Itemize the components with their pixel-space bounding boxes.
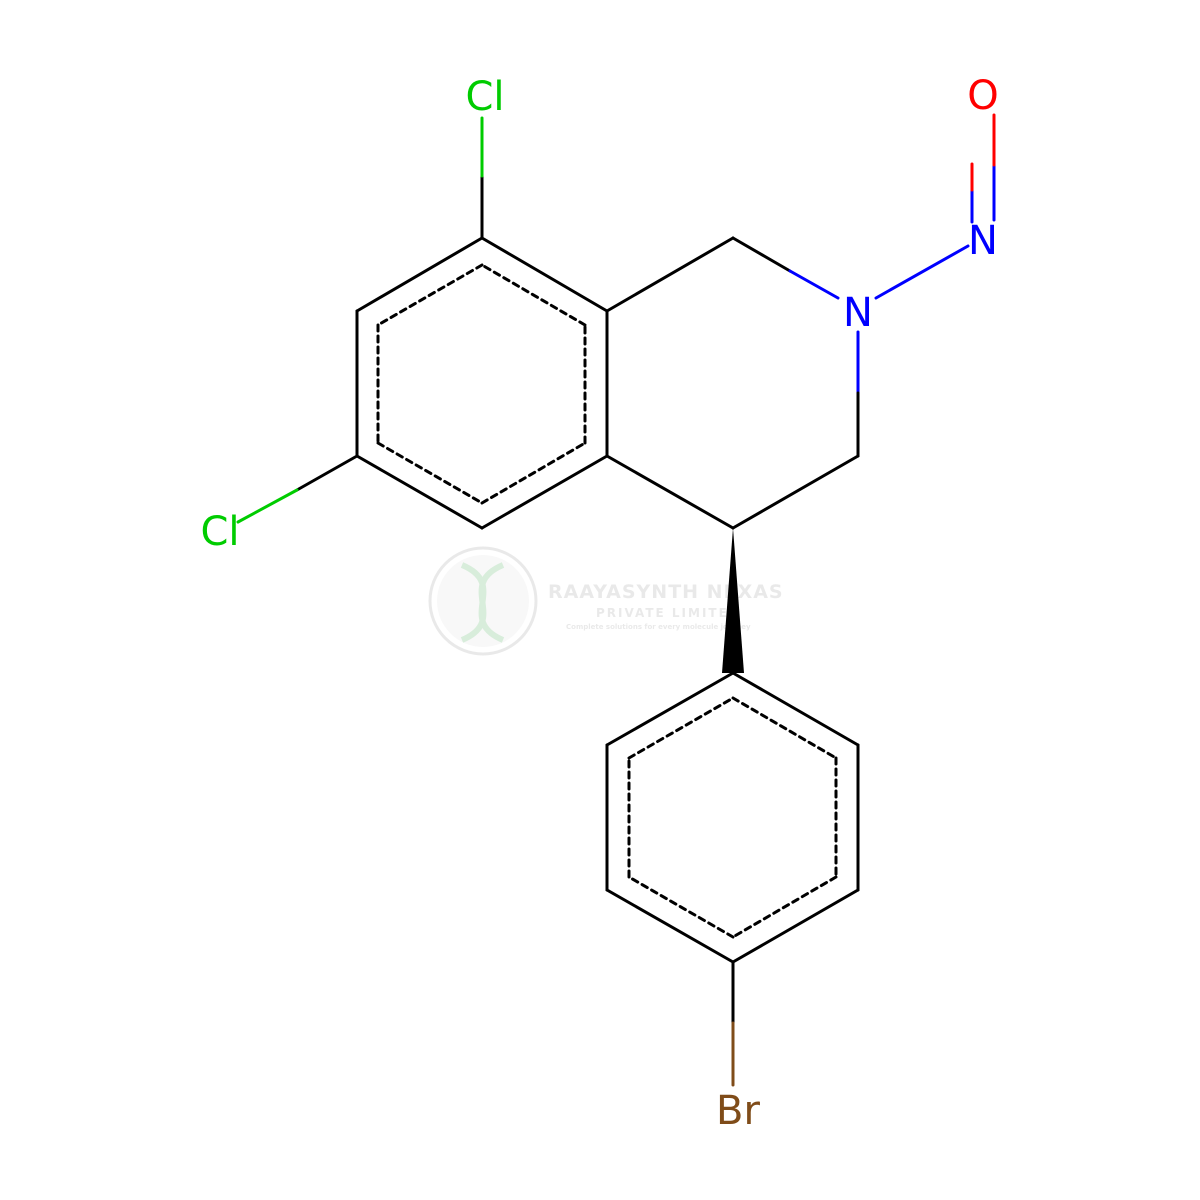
aromatic-dash-p3 [731, 875, 838, 939]
watermark-dna-icon [460, 562, 505, 643]
watermark-subtitle: PRIVATE LIMITED [596, 606, 741, 620]
wedge-bond-c4-phenyl [722, 528, 744, 673]
bond-c1-n2-black [731, 236, 792, 273]
aromatic-dash-1 [376, 263, 484, 327]
bond-n2-n-nitroso [874, 244, 970, 300]
bond-p3-p4 [731, 888, 860, 964]
bond-c8a-c1 [605, 236, 735, 313]
bond-c3-c4 [731, 454, 860, 530]
atom-n-ring: N [843, 290, 873, 336]
aromatic-dash-4 [480, 441, 587, 505]
bond-c6-cl-black [295, 454, 359, 492]
watermark-tagline: Complete solutions for every molecule jo… [566, 623, 751, 631]
bond-c8-c7 [355, 236, 484, 313]
bond-p4-p5 [605, 888, 735, 964]
aromatic-dash-p1 [731, 696, 838, 760]
bond-c1-n2-blue [788, 269, 840, 300]
aromatic-dash-6 [480, 263, 587, 327]
aromatic-dash-p6 [627, 696, 735, 760]
atom-br: Br [716, 1088, 760, 1134]
bond-p1-p2 [731, 671, 860, 747]
watermark-logo-outer-ring [428, 546, 538, 656]
aromatic-dash-p4 [627, 875, 735, 939]
bond-c6-c5 [355, 454, 484, 530]
bonds [236, 113, 996, 1087]
aromatic-dash-3 [376, 441, 484, 505]
atom-o-nitroso: O [967, 73, 998, 119]
atom-labels: Cl Cl N N O Br [200, 73, 998, 1134]
bond-c4-c4a [605, 454, 735, 530]
bond-c6-cl-green [236, 488, 299, 524]
atom-cl-top: Cl [465, 74, 504, 120]
bond-c5-c4a [480, 454, 609, 530]
watermark-logo-inner-disc [437, 555, 529, 647]
bond-c8a-c8 [480, 236, 609, 313]
watermark-company: RAAYASYNTH NEXAS [548, 581, 784, 603]
watermark: RAAYASYNTH NEXAS PRIVATE LIMITED Complet… [428, 546, 784, 656]
bond-p6-p1 [605, 671, 735, 747]
atom-n-nitroso: N [968, 218, 998, 264]
atom-cl-left: Cl [200, 509, 239, 555]
